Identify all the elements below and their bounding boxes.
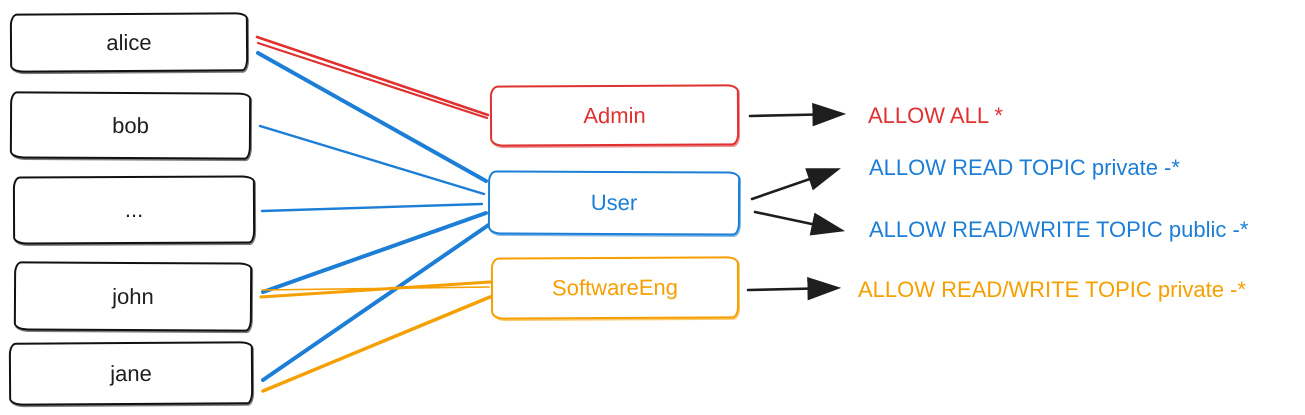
edge-alice-user bbox=[256, 51, 488, 183]
role-box-admin: Admin bbox=[489, 84, 740, 147]
arrow-admin-allow-all bbox=[748, 102, 847, 127]
edge-alice-admin bbox=[255, 35, 490, 120]
role-label: SoftwareEng bbox=[551, 274, 679, 301]
role-box-user: User bbox=[487, 170, 741, 236]
user-label: jane bbox=[110, 360, 152, 386]
edge-bob-user bbox=[258, 124, 486, 196]
user-box-jane: jane bbox=[8, 341, 254, 406]
user-label: alice bbox=[106, 29, 152, 55]
role-label: User bbox=[590, 189, 638, 216]
user-box-alice: alice bbox=[9, 12, 249, 73]
permission-text-readwrite-topic-private: ALLOW READ/WRITE TOPIC private -* bbox=[858, 277, 1246, 302]
user-box-dots: ... bbox=[12, 175, 256, 245]
arrow-user-readwrite-public bbox=[753, 210, 846, 236]
permission-text-read-topic-private: ALLOW READ TOPIC private -* bbox=[869, 155, 1180, 180]
permission-text-readwrite-topic-public: ALLOW READ/WRITE TOPIC public -* bbox=[869, 217, 1249, 242]
user-label: ... bbox=[124, 196, 144, 223]
user-label: john bbox=[112, 283, 154, 309]
user-box-bob: bob bbox=[9, 91, 252, 160]
role-label: Admin bbox=[583, 102, 646, 128]
user-label: bob bbox=[112, 112, 149, 138]
user-box-john: john bbox=[13, 261, 253, 332]
edge-john-softwareeng bbox=[259, 280, 492, 299]
permission-text-allow-all: ALLOW ALL * bbox=[868, 103, 1003, 128]
edge-dots-user bbox=[260, 202, 484, 213]
edge-john-user bbox=[261, 211, 488, 294]
arrow-softwareeng-readwrite-private bbox=[746, 276, 842, 301]
arrow-user-read-private bbox=[750, 168, 841, 201]
role-box-softwareeng: SoftwareEng bbox=[490, 256, 740, 320]
edge-jane-softwareeng bbox=[261, 295, 492, 393]
edge-jane-user bbox=[261, 222, 492, 382]
